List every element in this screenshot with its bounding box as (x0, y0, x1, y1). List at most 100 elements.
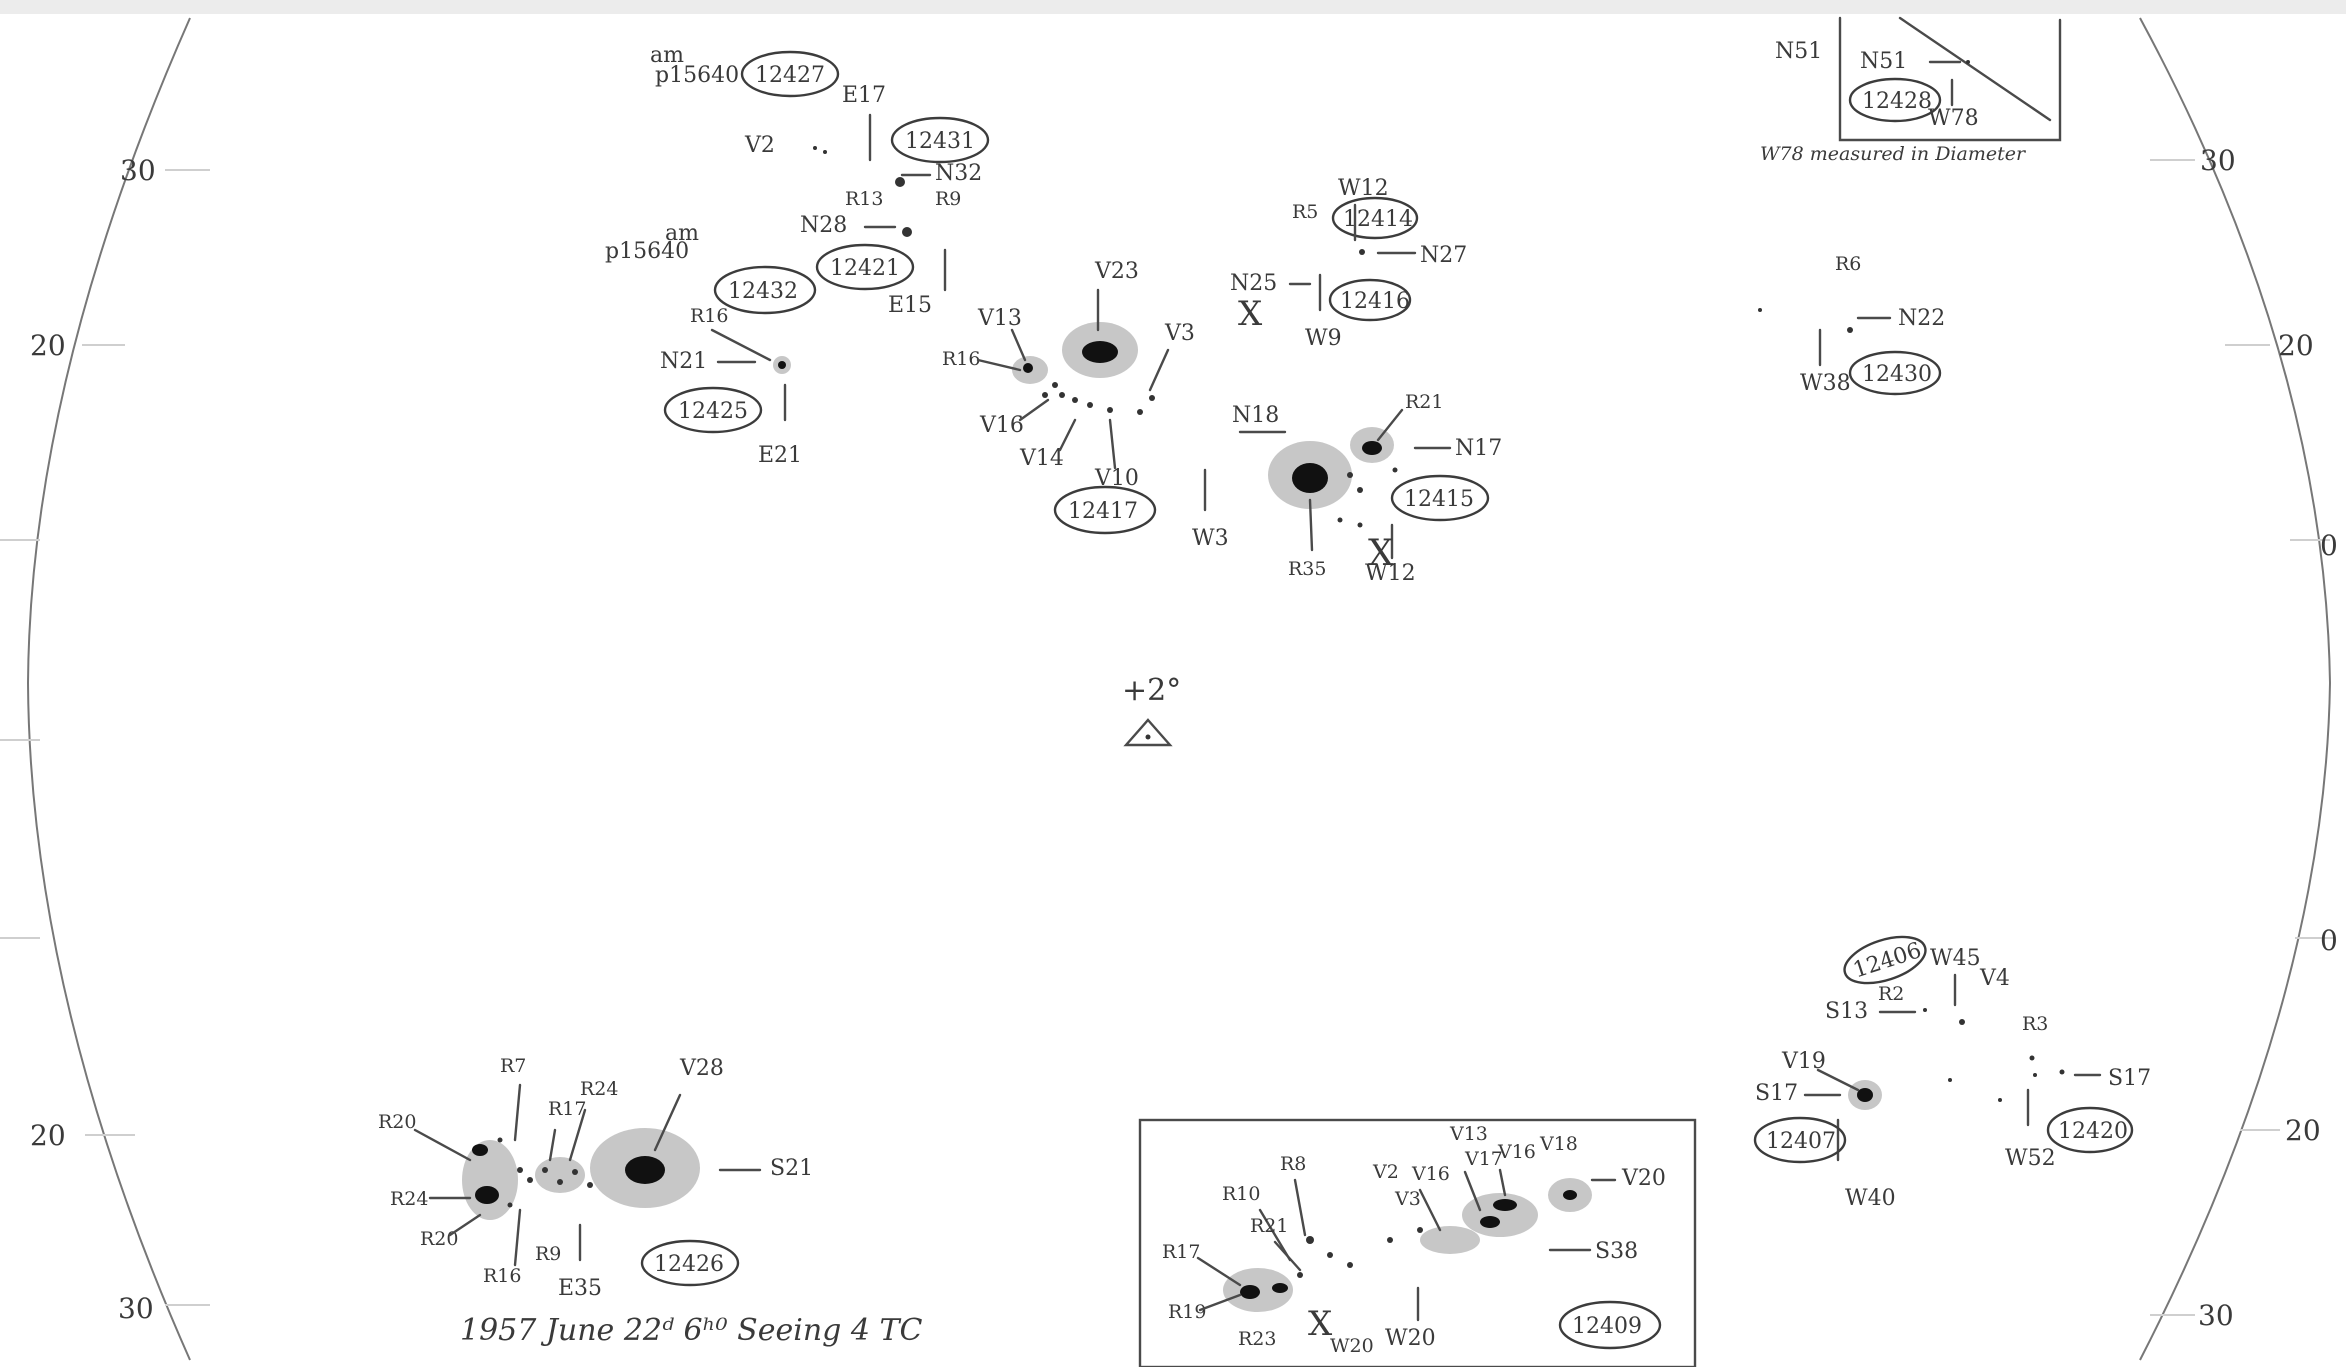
group-12420-dist: W52 (2005, 1146, 2056, 1171)
group-12421: R13 N28 12421 E15 (800, 188, 947, 318)
group-12427-dist: E17 (842, 83, 886, 108)
group-12426-ref-0: R7 (500, 1055, 526, 1077)
group-12420: R3 S17 12420 W52 (1948, 1013, 2151, 1171)
group-12409-ref-5: R23 (1238, 1328, 1276, 1350)
group-12409-type-2: V16 (1497, 1141, 1536, 1163)
group-12414-id: 12414 (1343, 207, 1413, 232)
sunspot-main-umbra (1292, 463, 1328, 493)
group-12406-lat: S13 (1825, 999, 1868, 1024)
group-12417-dist: W3 (1192, 526, 1229, 551)
group-12409-type-0: V20 (1621, 1166, 1666, 1191)
group-12417-type-3: V16 (979, 413, 1024, 438)
tick-left-20-top: 20 (30, 329, 66, 362)
group-12406-type: V4 (1979, 966, 2010, 991)
group-12416: 12416 N25 X W9 (1230, 271, 1412, 351)
group-12426-type-0: V28 (679, 1056, 724, 1081)
tick-right-0-top: 0 (2320, 529, 2338, 562)
group-12430-lat: N22 (1898, 306, 1945, 331)
group-12409-type-1: V18 (1539, 1133, 1578, 1155)
group-12421-id: 12421 (830, 256, 900, 281)
solar-limb-left (26, 17, 191, 1361)
group-12416-dist: W9 (1305, 326, 1342, 351)
group-12430-id-oval (1848, 350, 1942, 396)
group-12417-id-oval (1053, 485, 1157, 535)
group-12428-dist: W78 (1928, 106, 1979, 131)
group-12430: R6 N22 12430 W38 (1758, 253, 1945, 396)
group-12407-dist: W40 (1845, 1186, 1896, 1211)
group-12425-dist: E21 (758, 443, 802, 468)
group-12421-ref: R13 (845, 188, 883, 210)
sunspot-v23-umbra (1082, 341, 1118, 363)
group-12409-ref-1: R10 (1222, 1183, 1260, 1205)
sunspot-v28-umbra (625, 1156, 665, 1184)
group-12415-id: 12415 (1404, 487, 1474, 512)
group-12416-lat: N25 (1230, 271, 1277, 296)
group-12416-id: 12416 (1340, 289, 1410, 314)
group-12420-lat: S17 (2108, 1066, 2151, 1091)
group-12414-id-oval (1331, 196, 1419, 240)
group-12409-dist-small: W20 (1330, 1335, 1374, 1357)
group-12427-id: 12427 (755, 63, 825, 88)
observation-caption: 1957 June 22ᵈ 6ʰ⁰ Seeing 4 TC (460, 1313, 923, 1348)
group-12409-type-5: V16 (1411, 1163, 1450, 1185)
right-latitude-ticks (2150, 159, 2335, 1316)
group-12431-type: V2 (744, 133, 775, 158)
group-12421-dist: E15 (888, 293, 932, 318)
group-12409-mark: X (1308, 1304, 1333, 1344)
group-12432-extra: am (665, 221, 699, 246)
group-12416-id-oval (1328, 278, 1412, 322)
group-12409-lat: S38 (1595, 1239, 1638, 1264)
group-12417-type-1: V13 (977, 306, 1022, 331)
group-12409-dist: W20 (1385, 1326, 1436, 1351)
group-12428-id-oval (1848, 77, 1942, 123)
group-12430-ref: R6 (1835, 253, 1861, 275)
group-12426-id: 12426 (654, 1252, 724, 1277)
group-12409-type-4: V13 (1449, 1123, 1488, 1145)
group-12414-ref: R5 (1292, 201, 1318, 223)
group-12407-id: 12407 (1766, 1129, 1836, 1154)
group-12406-id-oval (1843, 935, 1927, 985)
group-12407: V19 S17 12407 W40 (1753, 1049, 1896, 1211)
group-12426-ref-4: R24 (390, 1188, 428, 1210)
group-12428-id: 12428 (1862, 89, 1932, 114)
center-offset-label: +2° (1122, 673, 1181, 708)
group-12409-type-3: V17 (1464, 1148, 1503, 1170)
group-12430-dist: W38 (1800, 371, 1851, 396)
group-12425-ref: R16 (690, 305, 728, 327)
tick-left-30-bottom: 30 (118, 1292, 154, 1325)
group-12414-dist: W12 (1338, 176, 1389, 201)
group-12409-ref-0: R8 (1280, 1153, 1306, 1175)
group-12407-id-oval (1753, 1116, 1847, 1164)
group-12409-id: 12409 (1572, 1314, 1642, 1339)
group-12406-ref: R2 (1878, 983, 1904, 1005)
group-12420-ref: R3 (2022, 1013, 2048, 1035)
group-12431: 12431 V2 N32 R9 (744, 113, 990, 210)
tick-right-30-top: 30 (2200, 144, 2236, 177)
group-12406-id: 12406 (1850, 938, 1924, 983)
group-12415-id-oval (1390, 474, 1490, 522)
group-12415: R21 N17 N18 12415 R35 X W12 (1232, 391, 1502, 586)
group-12409-inset: V20 V18 V16 V17 V13 V16 V3 V2 R8 R10 R21… (1138, 1118, 1697, 1367)
group-12425-lat: N21 (660, 349, 707, 374)
group-12406-dist: W45 (1930, 946, 1981, 971)
group-12431-lat: N32 (935, 161, 982, 186)
group-12425-id: 12425 (678, 399, 748, 424)
group-12417-id: 12417 (1068, 499, 1138, 524)
group-12432-note: p15640 (605, 239, 689, 264)
group-12426-dist: E35 (558, 1276, 602, 1301)
group-12416-mark: X (1238, 294, 1263, 334)
group-12426: V28 S21 R7 R24 R17 R20 R24 R20 R16 R9 E3… (378, 1055, 813, 1301)
left-latitude-ticks (0, 169, 210, 1306)
group-12425: R16 N21 12425 E21 (660, 305, 802, 468)
tick-right-20-bottom: 20 (2285, 1114, 2321, 1147)
group-12415-dist: W12 (1365, 561, 1416, 586)
group-12426-id-oval (640, 1239, 740, 1287)
group-12432-id-oval (713, 265, 817, 315)
group-12428-lat-repeat: N51 (1860, 49, 1907, 74)
group-12421-id-oval (815, 243, 915, 291)
group-12432-id: 12432 (728, 279, 798, 304)
group-12432: am p15640 12432 (605, 221, 817, 315)
group-12426-ref-2: R17 (548, 1098, 586, 1120)
group-12420-id: 12420 (2058, 1119, 2128, 1144)
